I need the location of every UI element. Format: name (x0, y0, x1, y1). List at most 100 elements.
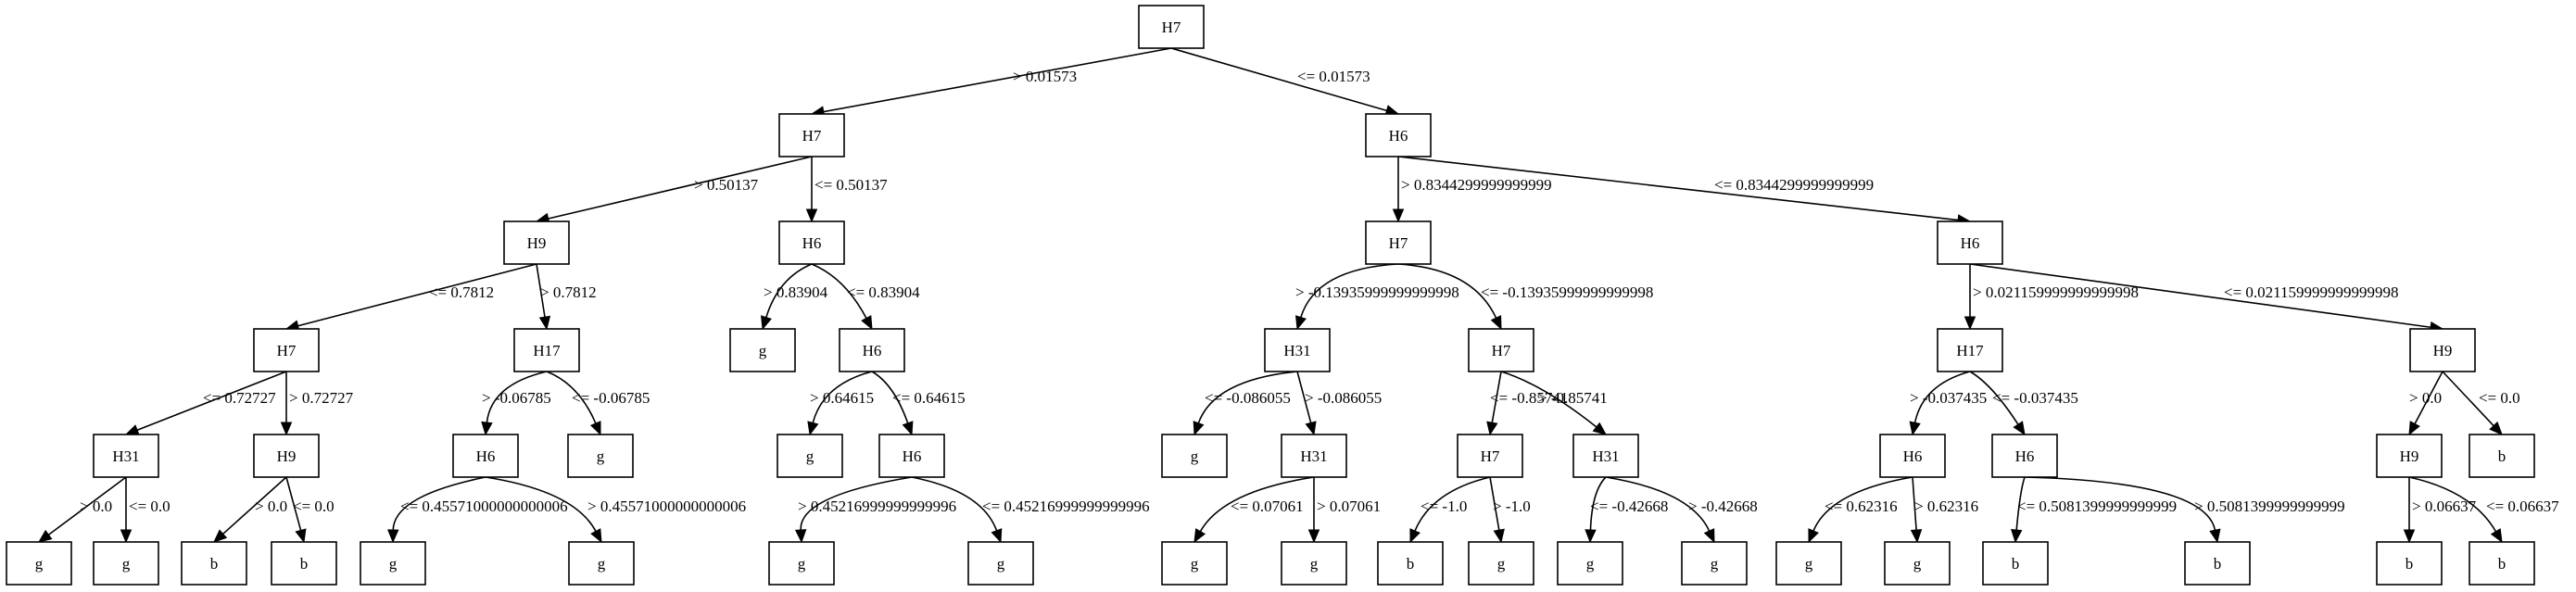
node-label: g (759, 342, 767, 359)
node-box (1281, 541, 1347, 586)
node-label: g (1310, 555, 1319, 573)
edge-line (222, 476, 287, 535)
node-box (568, 541, 635, 586)
node-box (878, 434, 945, 478)
tree-edge-e8_17 (481, 371, 548, 436)
node-label: H6 (903, 447, 922, 465)
edge-line (1491, 371, 1502, 423)
tree-edge-e16_32 (285, 476, 307, 544)
edge-line (823, 47, 1172, 113)
edge-line (1489, 476, 1500, 531)
node-box (360, 541, 426, 586)
edge-arrowhead (1493, 528, 1505, 544)
node-box (1775, 541, 1842, 586)
tree-edge-e15_29 (37, 476, 127, 543)
tree-node-n10: H6 (839, 328, 905, 372)
edge-label: <= 0.01573 (1297, 68, 1370, 85)
edge-arrowhead (2013, 421, 2026, 436)
edge-line (297, 263, 537, 327)
edge-label: > 0.62316 (1914, 498, 1978, 515)
node-label: g (389, 555, 398, 573)
node-label: H7 (1481, 447, 1500, 465)
tree-node-n34: g (568, 541, 635, 586)
tree-edge-e20_36 (911, 476, 1003, 544)
edge-label: <= 0.07061 (1231, 498, 1304, 515)
edge-label: > 0.5081399999999999 (2194, 498, 2345, 515)
tree-edges (37, 47, 2503, 544)
tree-edge-e27_47 (2403, 477, 2416, 544)
tree-edge-e0_2 (1170, 47, 1400, 117)
node-box (1937, 220, 2003, 265)
edge-line (548, 156, 813, 220)
tree-node-n17: H6 (452, 434, 519, 478)
node-label: H6 (2015, 447, 2035, 465)
node-box (967, 541, 1034, 586)
edge-arrowhead (2403, 529, 2416, 544)
node-box (1991, 434, 2058, 478)
node-label: b (2498, 447, 2507, 465)
tree-node-n15: H31 (93, 434, 159, 478)
node-box (1377, 541, 1444, 586)
tree-node-n4: H6 (778, 220, 845, 265)
edge-label: > 0.06637 (2412, 498, 2477, 515)
tree-edge-e24_41 (1585, 476, 1607, 544)
edge-arrowhead (2490, 528, 2503, 544)
node-box (181, 541, 247, 586)
edge-line (136, 371, 287, 431)
node-label: g (806, 447, 814, 465)
edge-label: > -0.086055 (1305, 389, 1382, 407)
edge-label: > 0.50137 (694, 176, 759, 194)
edge-label: > 0.7812 (540, 283, 597, 301)
tree-edge-e17_33 (387, 476, 486, 544)
tree-edge-e12_24 (1500, 371, 1608, 435)
node-label: H7 (1492, 342, 1511, 359)
edge-label: > 0.45216999999999996 (798, 498, 956, 515)
node-box (2184, 541, 2251, 586)
tree-node-n43: g (1775, 541, 1842, 586)
node-label: H7 (277, 342, 297, 359)
tree-edge-e3_8 (536, 263, 551, 331)
edge-line (1969, 371, 2019, 425)
edge-arrowhead (861, 315, 873, 331)
tree-edge-e11_22 (1296, 371, 1317, 436)
edge-arrowhead (794, 529, 807, 544)
node-box (452, 434, 519, 478)
tree-node-n18: g (567, 434, 634, 478)
edge-label: <= -0.85741 (1490, 389, 1568, 407)
tree-node-n8: H17 (513, 328, 580, 372)
edge-arrowhead (902, 421, 914, 436)
node-label: g (598, 555, 606, 573)
node-box (2376, 434, 2443, 478)
edge-line (2442, 371, 2494, 427)
tree-edge-e25_44 (1910, 476, 1923, 544)
tree-node-n41: g (1557, 541, 1623, 586)
edge-label: <= -0.42668 (1590, 498, 1668, 515)
node-label: b (2214, 555, 2222, 573)
edge-line (1397, 263, 1497, 319)
tree-edge-e26_45 (2010, 476, 2026, 544)
edge-line (1969, 263, 2431, 329)
edge-label: > 0.01573 (1013, 68, 1077, 85)
edge-label: > 0.64615 (810, 389, 874, 407)
node-box (1365, 220, 1432, 265)
edge-line (800, 476, 913, 531)
tree-node-n40: g (1468, 541, 1534, 586)
edge-line (536, 263, 546, 318)
node-label: b (2012, 555, 2020, 573)
node-box (777, 434, 843, 478)
edge-arrowhead (2010, 528, 2023, 544)
edge-label: > 0.07061 (1317, 498, 1381, 515)
tree-node-n12: H7 (1468, 328, 1534, 372)
edge-label: <= -0.086055 (1205, 389, 1291, 407)
edge-label: <= 0.8344299999999999 (1714, 176, 1874, 194)
edge-label: <= 0.50137 (814, 176, 888, 194)
node-box (513, 328, 580, 372)
tree-edge-e25_43 (1808, 476, 1913, 544)
edge-line (2414, 371, 2443, 424)
tree-edge-e7_16 (280, 372, 293, 436)
tree-edge-e12_23 (1486, 371, 1502, 436)
edge-label: <= 0.45216999999999996 (982, 498, 1150, 515)
edge-arrowhead (1490, 315, 1502, 331)
node-box (253, 328, 320, 372)
